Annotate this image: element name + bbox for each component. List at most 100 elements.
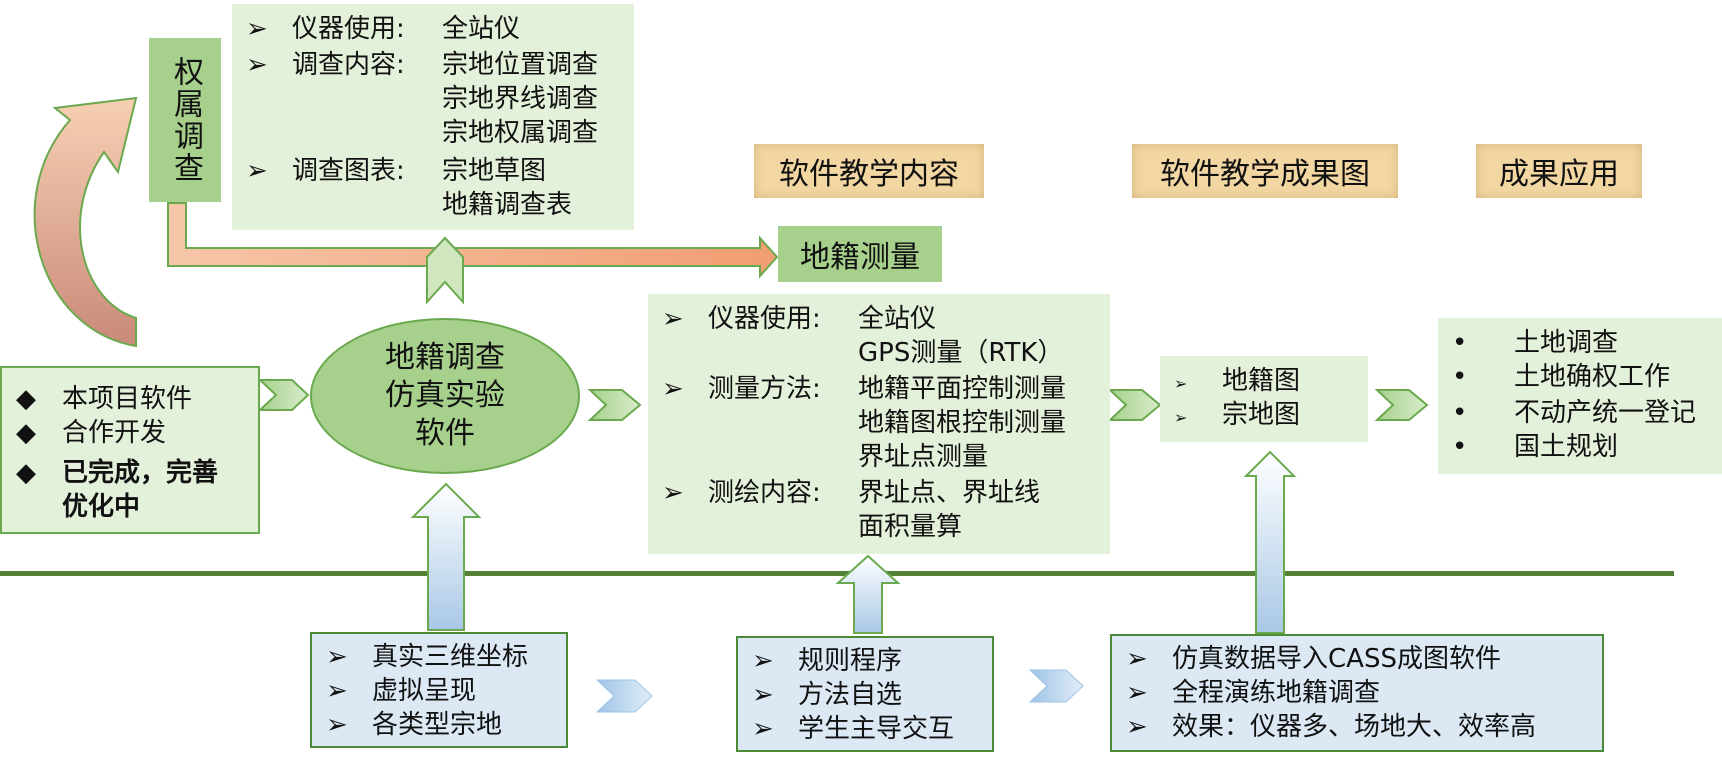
feature-item-text: 方法自选	[798, 680, 903, 710]
chevron-4	[1374, 389, 1429, 421]
feature-box-1: ➢真实三维坐标 ➢虚拟呈现 ➢各类型宗地	[310, 632, 568, 748]
feature-item: ➢仿真数据导入CASS成图软件	[1126, 642, 1501, 676]
arrowhead-bullet-icon: ➢	[246, 50, 268, 80]
application-box: •土地调查 •土地确权工作 •不动产统一登记 •国土规划	[1438, 318, 1722, 474]
ownership-instrument-label: 仪器使用:	[292, 14, 405, 44]
application-item-text: 国土规划	[1514, 432, 1619, 462]
arrowhead-bullet-icon: ➢	[1126, 712, 1148, 742]
feature-item: ➢真实三维坐标	[326, 640, 528, 674]
application-item: • 土地确权工作	[1452, 360, 1670, 394]
header-application-text: 成果应用	[1499, 157, 1619, 192]
feature-item: ➢ 规则程序	[752, 644, 902, 678]
feature-item: ➢ 方法自选	[752, 678, 902, 712]
survey-instrument-label: 仪器使用:	[708, 304, 821, 334]
software-status-row: ◆本项目软件	[16, 382, 192, 416]
survey-method-value: 地籍平面控制测量	[858, 374, 1067, 404]
ownership-content-value: 宗地位置调查	[442, 50, 599, 80]
software-status-bold: 优化中	[62, 492, 141, 522]
chevron-1	[257, 379, 310, 411]
up-arrow-blue-3	[1243, 450, 1297, 634]
survey-drawing-value: 面积量算	[858, 512, 963, 542]
divider-line	[0, 571, 1674, 576]
ownership-content-value: 宗地界线调查	[442, 84, 599, 114]
up-arrow-blue-2	[835, 554, 901, 634]
arrowhead-bullet-icon: ➢	[246, 156, 268, 186]
feature-item: ➢ 虚拟呈现	[326, 674, 476, 708]
feature-item-text: 各类型宗地	[372, 710, 503, 740]
feature-box-2: ➢ 规则程序 ➢ 方法自选 ➢ 学生主导交互	[736, 636, 994, 752]
result-item-text: 宗地图	[1222, 400, 1301, 430]
up-arrow-ellipse	[426, 236, 464, 305]
dot-bullet-icon: •	[1452, 398, 1468, 428]
software-status-item: 合作开发	[62, 418, 167, 448]
result-item: ➢地籍图	[1174, 364, 1300, 401]
software-title-line: 软件	[415, 416, 475, 451]
ownership-survey-title: 权属调查	[149, 38, 221, 202]
arrowhead-bullet-icon: ➢	[662, 478, 684, 508]
survey-drawing-label: 测绘内容:	[708, 478, 821, 508]
software-status-box: ◆本项目软件 ◆ 合作开发 ◆已完成，完善 优化中	[0, 366, 260, 534]
feature-item: ➢ 学生主导交互	[752, 712, 954, 746]
chevron-2	[587, 389, 642, 421]
arrowhead-bullet-icon: ➢	[752, 680, 774, 710]
chevron-blue-1	[595, 679, 653, 713]
arrowhead-bullet-icon: ➢	[752, 714, 774, 744]
arrowhead-bullet-icon: ➢	[1174, 408, 1188, 427]
ownership-charts-value: 宗地草图	[442, 156, 547, 186]
feature-item: ➢各类型宗地	[326, 708, 502, 742]
diamond-bullet-icon: ◆	[16, 418, 36, 448]
application-item: •不动产统一登记	[1452, 396, 1696, 430]
application-item-text: 土地确权工作	[1514, 362, 1671, 392]
software-title-line: 地籍调查	[385, 340, 505, 375]
ownership-charts-value: 地籍调查表	[442, 190, 573, 220]
feature-item-text: 规则程序	[798, 646, 903, 676]
survey-method-value: 界址点测量	[858, 442, 989, 472]
diamond-bullet-icon: ◆	[16, 384, 36, 414]
feature-item-text: 学生主导交互	[798, 714, 955, 744]
dot-bullet-icon: •	[1452, 328, 1468, 358]
application-item: •国土规划	[1452, 430, 1618, 464]
diamond-bullet-icon: ◆	[16, 458, 36, 488]
feature-item: ➢ 效果：仪器多、场地大、效率高	[1126, 710, 1536, 744]
survey-details-box: ➢ 仪器使用: 全站仪 GPS测量（RTK） ➢ 测量方法: 地籍平面控制测量 地籍…	[648, 294, 1110, 554]
header-teaching-content: 软件教学内容	[754, 144, 984, 198]
survey-drawing-value: 界址点、界址线	[858, 478, 1041, 508]
survey-method-row: ➢ 测量方法:	[662, 372, 821, 406]
feature-item-text: 虚拟呈现	[372, 676, 477, 706]
ownership-charts-label: 调查图表:	[292, 156, 405, 186]
arrowhead-bullet-icon: ➢	[246, 14, 268, 44]
arrowhead-bullet-icon: ➢	[662, 374, 684, 404]
ownership-instrument-row: ➢ 仪器使用:	[246, 12, 405, 46]
ownership-content-value: 宗地权属调查	[442, 118, 599, 148]
ownership-content-label: 调查内容:	[292, 50, 405, 80]
ownership-charts-row: ➢ 调查图表:	[246, 154, 405, 188]
survey-instrument-value: GPS测量（RTK）	[858, 338, 1064, 368]
header-teaching-content-text: 软件教学内容	[779, 157, 959, 192]
chevron-blue-2	[1028, 669, 1084, 703]
survey-method-value: 地籍图根控制测量	[858, 408, 1067, 438]
results-box: ➢地籍图 ➢ 宗地图	[1160, 356, 1368, 442]
software-status-row-bold: ◆已完成，完善	[16, 456, 218, 490]
software-status-row: ◆ 合作开发	[16, 416, 166, 450]
simulation-software-ellipse: 地籍调查 仿真实验 软件	[310, 318, 580, 474]
survey-instrument-value: 全站仪	[858, 304, 937, 334]
feature-item: ➢全程演练地籍调查	[1126, 676, 1380, 710]
arrowhead-bullet-icon: ➢	[326, 676, 348, 706]
arrowhead-bullet-icon: ➢	[326, 642, 348, 672]
application-item-text: 土地调查	[1514, 328, 1619, 358]
ownership-instrument-value: 全站仪	[442, 14, 521, 44]
cadastral-survey-title: 地籍测量	[778, 226, 942, 282]
ownership-content-row: ➢ 调查内容:	[246, 48, 405, 82]
survey-method-label: 测量方法:	[708, 374, 821, 404]
dot-bullet-icon: •	[1452, 362, 1468, 392]
feature-item-text: 效果：仪器多、场地大、效率高	[1172, 712, 1537, 742]
header-teaching-result-text: 软件教学成果图	[1160, 157, 1370, 192]
arrowhead-bullet-icon: ➢	[1174, 374, 1188, 393]
arrowhead-bullet-icon: ➢	[1126, 678, 1148, 708]
software-title-line: 仿真实验	[385, 378, 505, 413]
result-item: ➢ 宗地图	[1174, 398, 1300, 435]
arrowhead-bullet-icon: ➢	[752, 646, 774, 676]
header-application: 成果应用	[1476, 144, 1642, 198]
feature-item-text: 仿真数据导入CASS成图软件	[1172, 644, 1501, 674]
header-teaching-result: 软件教学成果图	[1132, 144, 1398, 198]
